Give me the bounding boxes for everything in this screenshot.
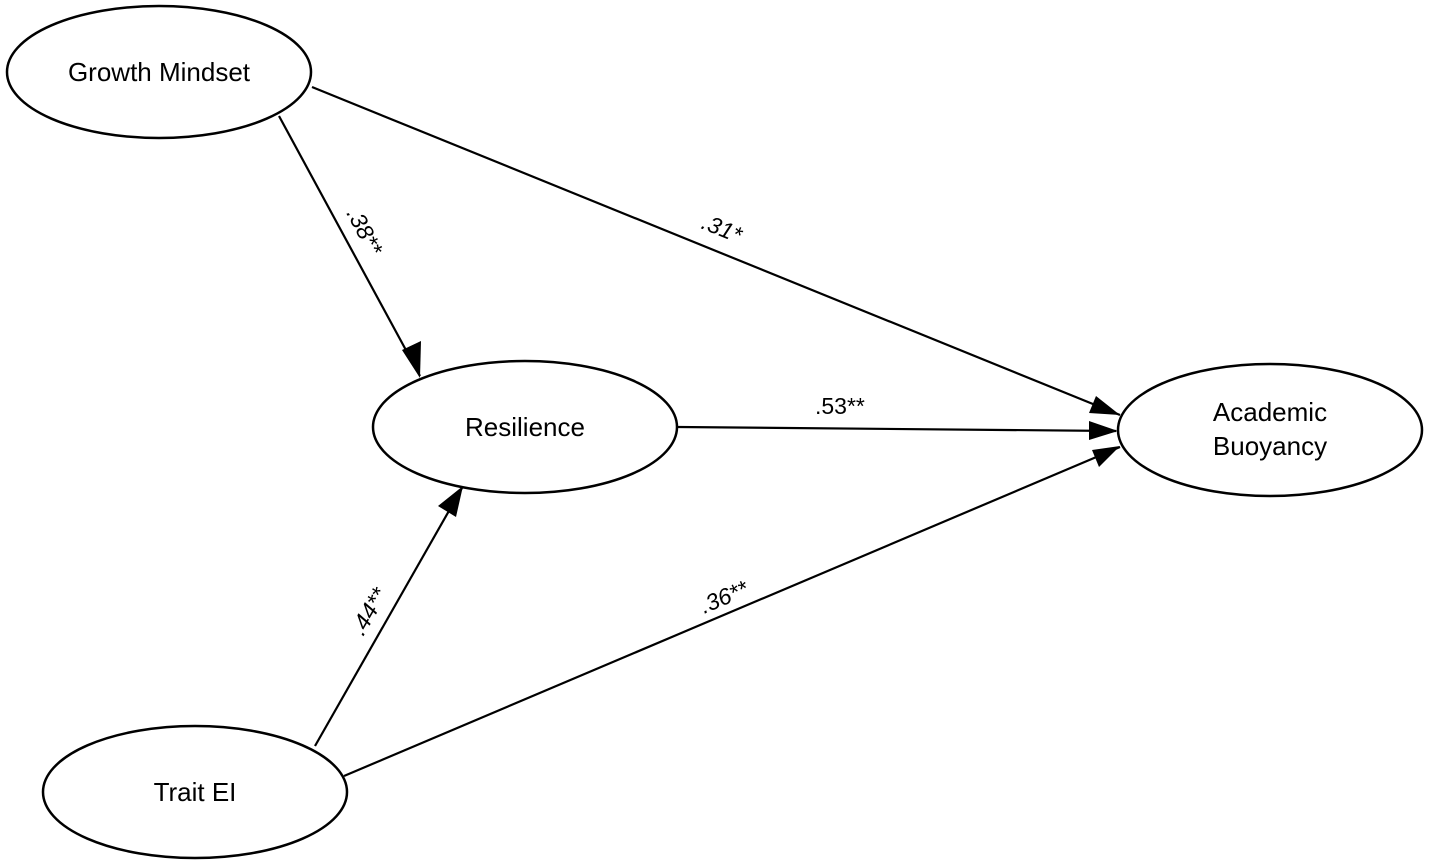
node-trait-ei: Trait EI: [41, 724, 349, 860]
node-trait-ei-shape: [41, 724, 349, 860]
node-academic-buoyancy: Academic Buoyancy: [1116, 362, 1424, 498]
edge-trait-ei-to-academic-buoyancy: [343, 445, 1121, 778]
edge-label-resilience-to-academic-buoyancy: .53**: [815, 393, 865, 419]
edge-growth-mindset-to-academic-buoyancy: [311, 85, 1121, 417]
node-growth-mindset-shape: [5, 4, 313, 140]
edge-label-trait-ei-to-resilience: .44**: [345, 582, 393, 639]
edges: [278, 85, 1121, 778]
node-resilience-shape: [371, 359, 679, 495]
edge-resilience-to-academic-buoyancy: [677, 425, 1117, 433]
node-resilience-label: Resilience: [465, 412, 585, 442]
edge-growth-mindset-to-resilience: [278, 115, 421, 377]
node-academic-buoyancy-shape: [1116, 362, 1424, 498]
arrowheads: [402, 341, 1120, 517]
edge-trait-ei-to-resilience: [314, 487, 463, 747]
node-growth-mindset: Growth Mindset: [5, 4, 313, 140]
node-academic-buoyancy-label-line-2: Buoyancy: [1213, 431, 1327, 461]
edge-label-growth-mindset-to-academic-buoyancy: .31*: [698, 209, 747, 249]
node-trait-ei-label: Trait EI: [154, 777, 237, 807]
edge-label-trait-ei-to-academic-buoyancy: .36**: [696, 575, 753, 619]
arrowhead-growth-mindset-to-academic-buoyancy: [1089, 396, 1120, 415]
arrowhead-trait-ei-to-academic-buoyancy: [1092, 446, 1120, 467]
node-growth-mindset-label: Growth Mindset: [68, 57, 251, 87]
edge-label-growth-mindset-to-resilience: .38**: [342, 203, 389, 260]
node-resilience: Resilience: [371, 359, 679, 495]
arrowhead-growth-mindset-to-resilience: [402, 341, 421, 378]
arrowhead-trait-ei-to-resilience: [438, 486, 463, 517]
arrowhead-resilience-to-academic-buoyancy: [1089, 421, 1118, 440]
node-academic-buoyancy-label-line-1: Academic: [1213, 397, 1327, 427]
